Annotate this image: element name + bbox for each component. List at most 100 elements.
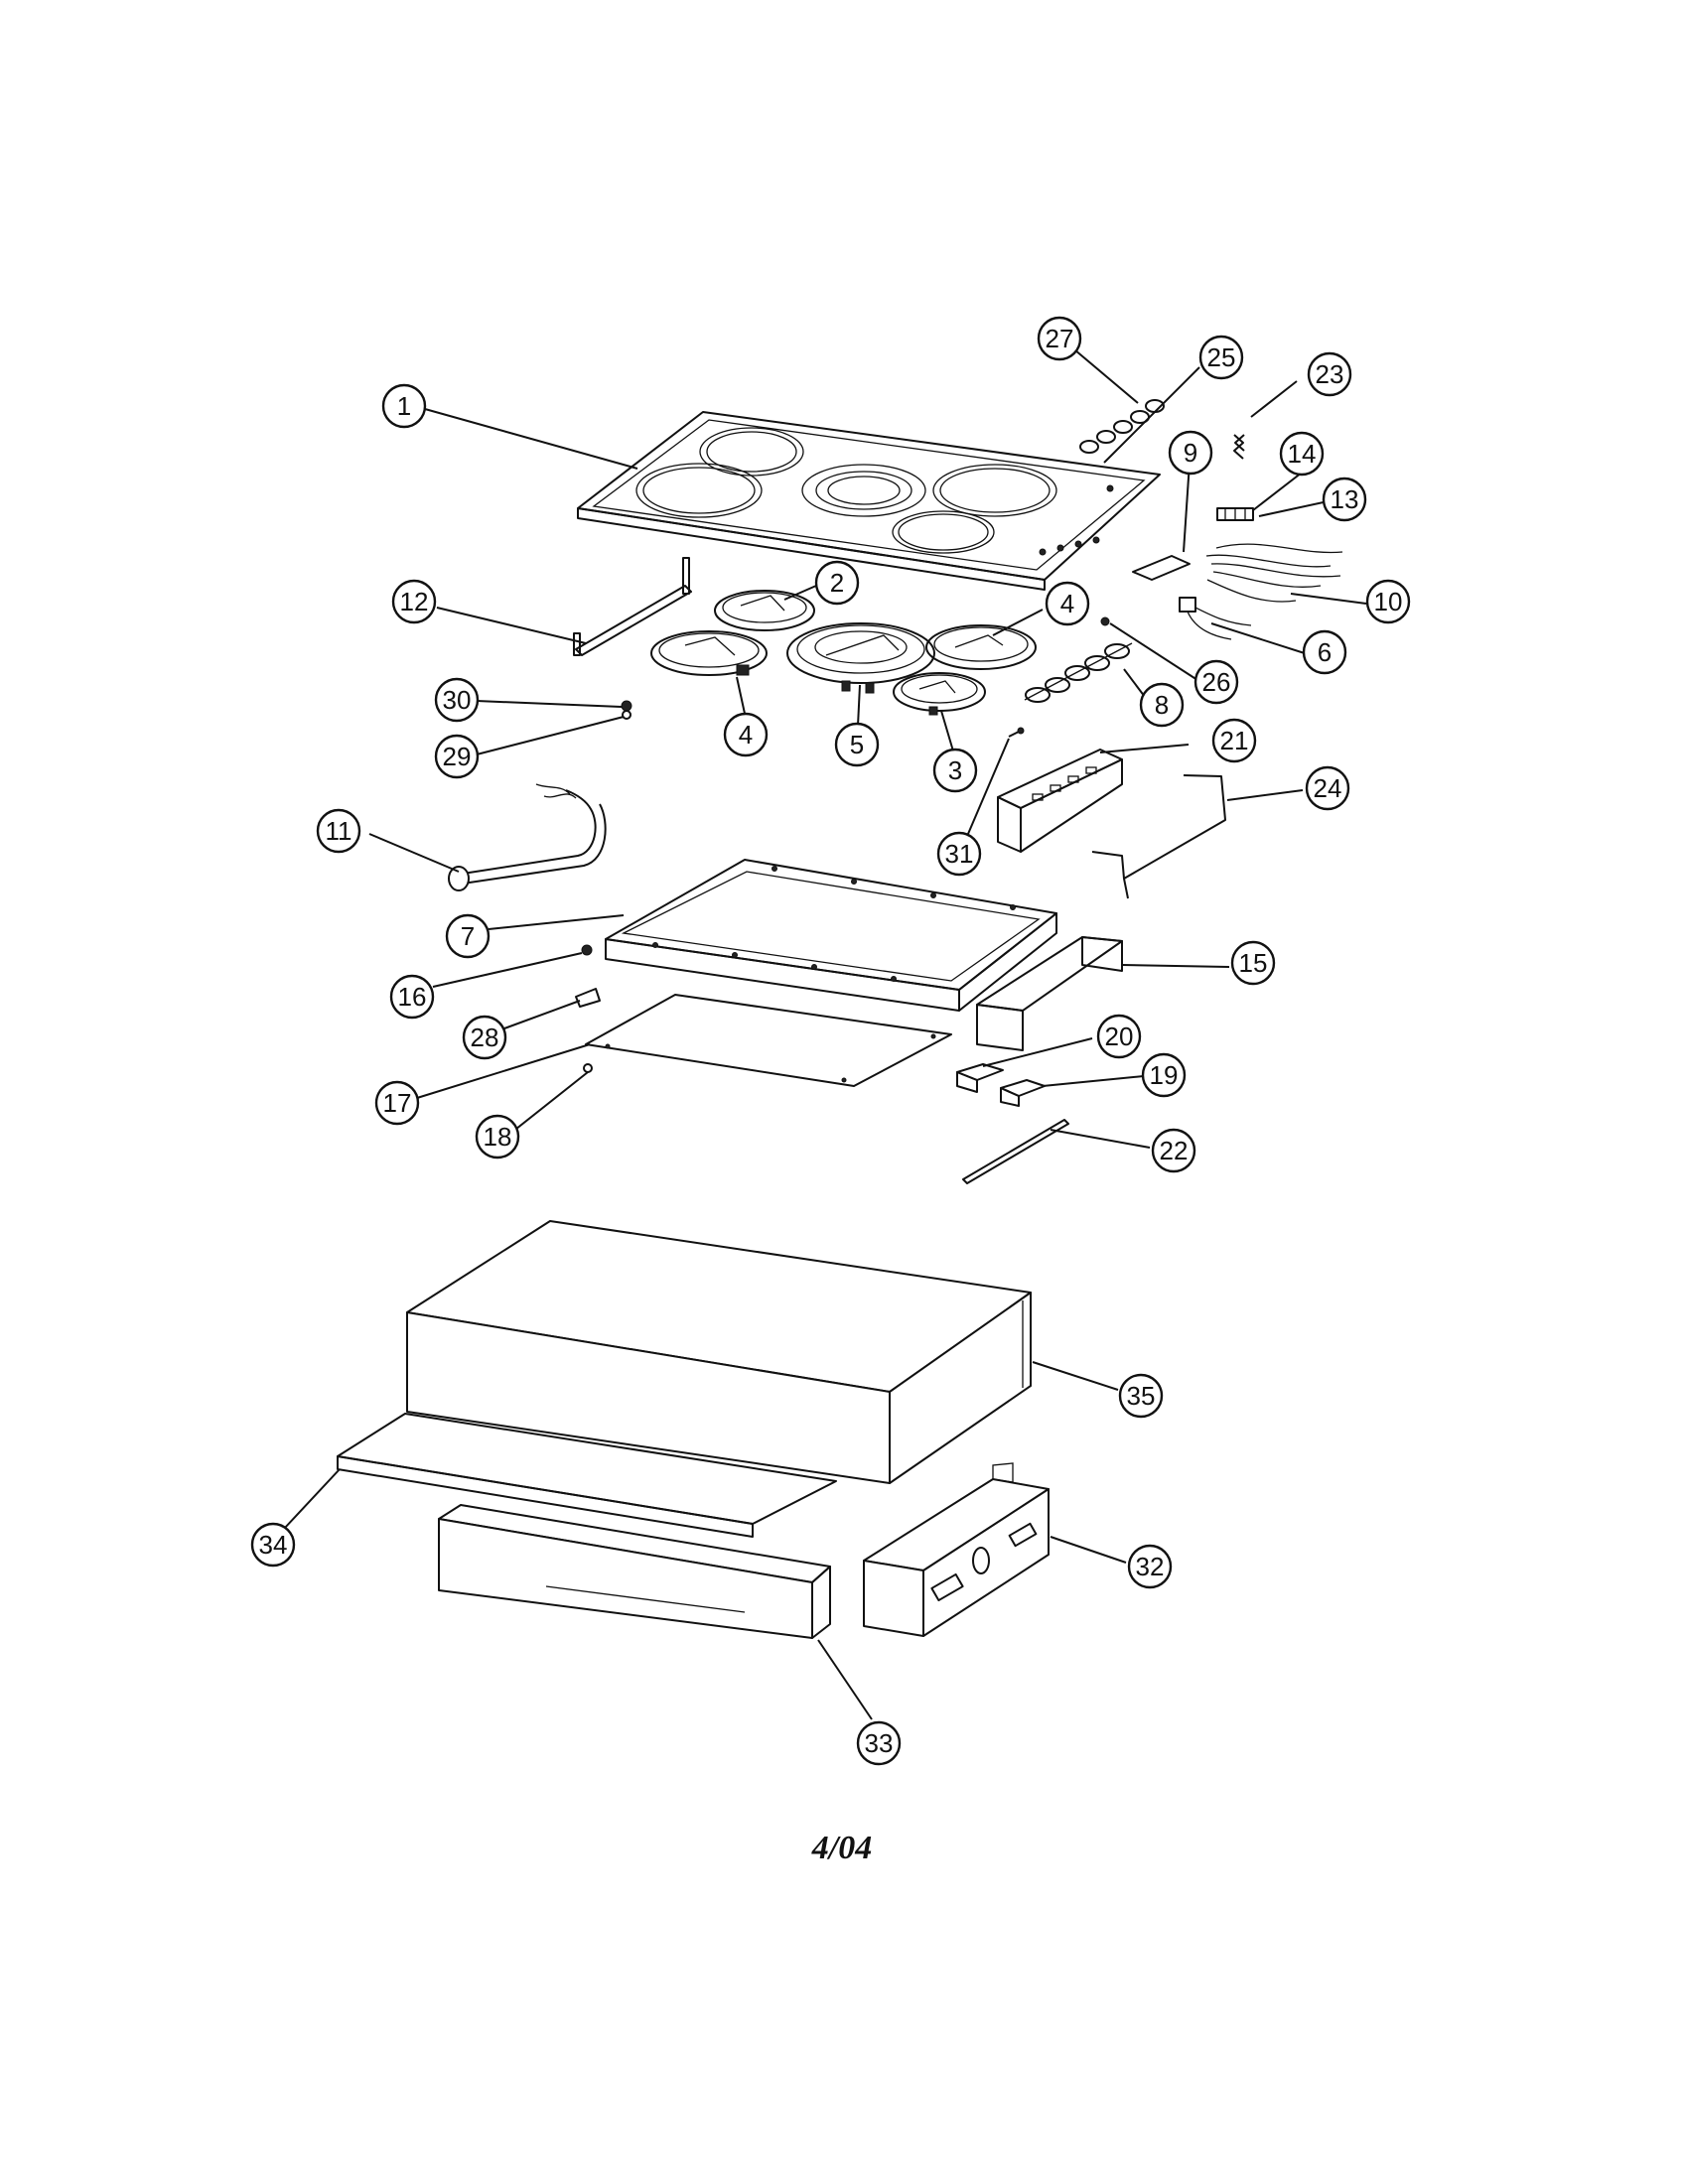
control-end-panel: [863, 1462, 1050, 1637]
callout-14: 14: [1279, 431, 1325, 477]
svg-text:1: 1: [397, 391, 411, 421]
cover-screw: [583, 1063, 593, 1073]
terminal-block: [1216, 507, 1254, 521]
svg-text:30: 30: [443, 685, 472, 715]
burner-element-front-left: [650, 630, 768, 676]
callout-22: 22: [1151, 1128, 1196, 1173]
callout-11: 11: [316, 808, 361, 854]
callout-4-right: 4: [1045, 581, 1090, 626]
support-rod: [1091, 774, 1226, 899]
bottom-cover-plate: [585, 994, 952, 1087]
svg-text:31: 31: [945, 839, 974, 869]
cooktop-glass: [577, 411, 1161, 591]
svg-text:13: 13: [1331, 484, 1359, 514]
callout-2: 2: [814, 560, 860, 606]
callout-9: 9: [1168, 430, 1213, 476]
burner-element-rear-left: [714, 590, 815, 631]
svg-text:9: 9: [1184, 438, 1197, 468]
svg-text:21: 21: [1220, 726, 1249, 755]
grommet: [581, 944, 593, 956]
callout-1: 1: [381, 383, 427, 429]
cabinet-box: [406, 1220, 1032, 1484]
svg-text:28: 28: [471, 1023, 499, 1052]
svg-text:35: 35: [1127, 1381, 1156, 1411]
callout-18: 18: [475, 1114, 520, 1160]
svg-text:8: 8: [1155, 690, 1169, 720]
callout-12: 12: [391, 579, 437, 624]
callout-27: 27: [1037, 316, 1082, 361]
callout-35: 35: [1118, 1373, 1164, 1419]
svg-text:19: 19: [1150, 1060, 1179, 1090]
svg-text:16: 16: [398, 982, 427, 1012]
callout-28: 28: [462, 1015, 507, 1060]
burner-element-front-right: [893, 672, 986, 716]
callout-15: 15: [1230, 940, 1276, 986]
svg-text:25: 25: [1207, 342, 1236, 372]
callout-13: 13: [1322, 477, 1367, 522]
svg-text:4: 4: [1060, 589, 1074, 618]
callout-25: 25: [1198, 335, 1244, 380]
svg-text:33: 33: [865, 1728, 894, 1758]
svg-text:6: 6: [1318, 637, 1332, 667]
svg-text:22: 22: [1160, 1136, 1189, 1165]
svg-text:27: 27: [1046, 324, 1074, 353]
callout-24: 24: [1305, 765, 1350, 811]
svg-text:12: 12: [400, 587, 429, 616]
svg-text:7: 7: [461, 921, 475, 951]
label-plate: [1132, 555, 1191, 581]
burner-element-center: [786, 622, 935, 694]
callout-3: 3: [932, 748, 978, 793]
svg-text:32: 32: [1136, 1552, 1165, 1581]
callout-29: 29: [434, 734, 480, 779]
burner-box-frame: [605, 859, 1057, 1012]
callout-16: 16: [389, 974, 435, 1020]
svg-text:34: 34: [259, 1530, 288, 1560]
terminal-cord: [448, 783, 607, 891]
callout-34: 34: [250, 1522, 296, 1568]
callout-5: 5: [834, 722, 880, 767]
svg-text:17: 17: [383, 1088, 412, 1118]
callout-7: 7: [445, 913, 491, 959]
revision-date: 4/04: [811, 1830, 873, 1866]
small-screw: [1100, 616, 1110, 626]
svg-text:3: 3: [948, 755, 962, 785]
svg-text:14: 14: [1288, 439, 1317, 469]
svg-text:29: 29: [443, 742, 472, 771]
switch-bank: [1024, 642, 1133, 703]
callout-30: 30: [434, 677, 480, 723]
front-panel: [438, 1504, 831, 1639]
callout-21: 21: [1211, 718, 1257, 763]
svg-text:18: 18: [484, 1122, 512, 1152]
callout-19: 19: [1141, 1052, 1187, 1098]
svg-text:5: 5: [850, 730, 864, 759]
control-panel-bracket: [997, 749, 1123, 853]
retaining-clip: [575, 988, 601, 1008]
mounting-bracket: [573, 557, 692, 656]
switch-with-leads: [1179, 597, 1252, 640]
svg-text:15: 15: [1239, 948, 1268, 978]
svg-text:10: 10: [1374, 587, 1403, 616]
mounting-rail: [962, 1119, 1069, 1184]
svg-text:24: 24: [1314, 773, 1342, 803]
side-channel: [976, 936, 1123, 1051]
callout-6: 6: [1302, 629, 1347, 675]
svg-text:11: 11: [326, 816, 352, 846]
svg-text:4: 4: [739, 720, 753, 750]
callout-4-left: 4: [723, 712, 769, 757]
callout-23: 23: [1307, 351, 1352, 397]
callout-8: 8: [1139, 682, 1185, 728]
wire-harness: [1205, 543, 1343, 603]
svg-text:2: 2: [830, 568, 844, 598]
burner-element-rear-right: [925, 624, 1037, 670]
base-panel: [337, 1413, 837, 1538]
callout-31: 31: [936, 831, 982, 877]
svg-text:20: 20: [1105, 1022, 1134, 1051]
svg-text:23: 23: [1316, 359, 1344, 389]
small-clip: [1233, 434, 1245, 460]
callout-20: 20: [1096, 1014, 1142, 1059]
callout-33: 33: [856, 1720, 902, 1766]
callout-17: 17: [374, 1080, 420, 1126]
screw: [1008, 727, 1025, 738]
small-brackets: [956, 1063, 1046, 1107]
